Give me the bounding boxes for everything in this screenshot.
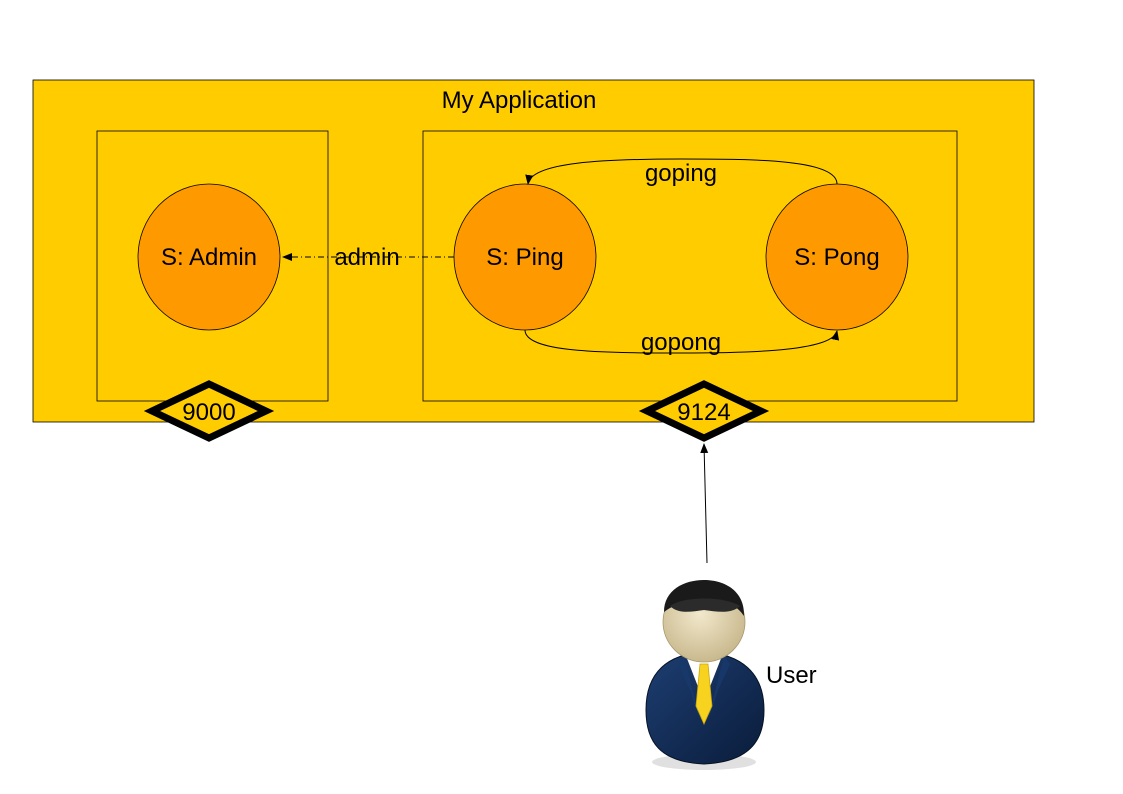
admin-edge-label: admin — [334, 244, 399, 271]
ping-service-label: S: Ping — [486, 244, 563, 271]
main-port-label: 9124 — [677, 399, 730, 426]
user-label: User — [766, 662, 817, 689]
pong-service-label: S: Pong — [794, 244, 879, 271]
application-title: My Application — [442, 87, 597, 114]
admin-edge: admin — [282, 244, 454, 271]
goping-connector — [525, 158, 838, 185]
gopong-connector — [524, 329, 840, 354]
admin-port: 9000 — [143, 380, 275, 442]
admin-port-diamond — [143, 380, 275, 442]
main-port-diamond — [638, 380, 770, 442]
main-node: S: Ping S: Pong — [422, 130, 958, 402]
user-icon — [645, 580, 765, 770]
admin-service-circle — [137, 183, 281, 331]
goping-label: goping — [645, 160, 717, 187]
goping-edge: goping — [525, 158, 838, 187]
admin-port-label: 9000 — [182, 399, 235, 426]
user-connector — [700, 443, 709, 564]
main-port: 9124 — [638, 380, 770, 442]
admin-node: S: Admin — [96, 130, 329, 402]
admin-service-label: S: Admin — [161, 244, 257, 271]
gopong-label: gopong — [641, 329, 721, 356]
gopong-edge: gopong — [524, 329, 840, 356]
